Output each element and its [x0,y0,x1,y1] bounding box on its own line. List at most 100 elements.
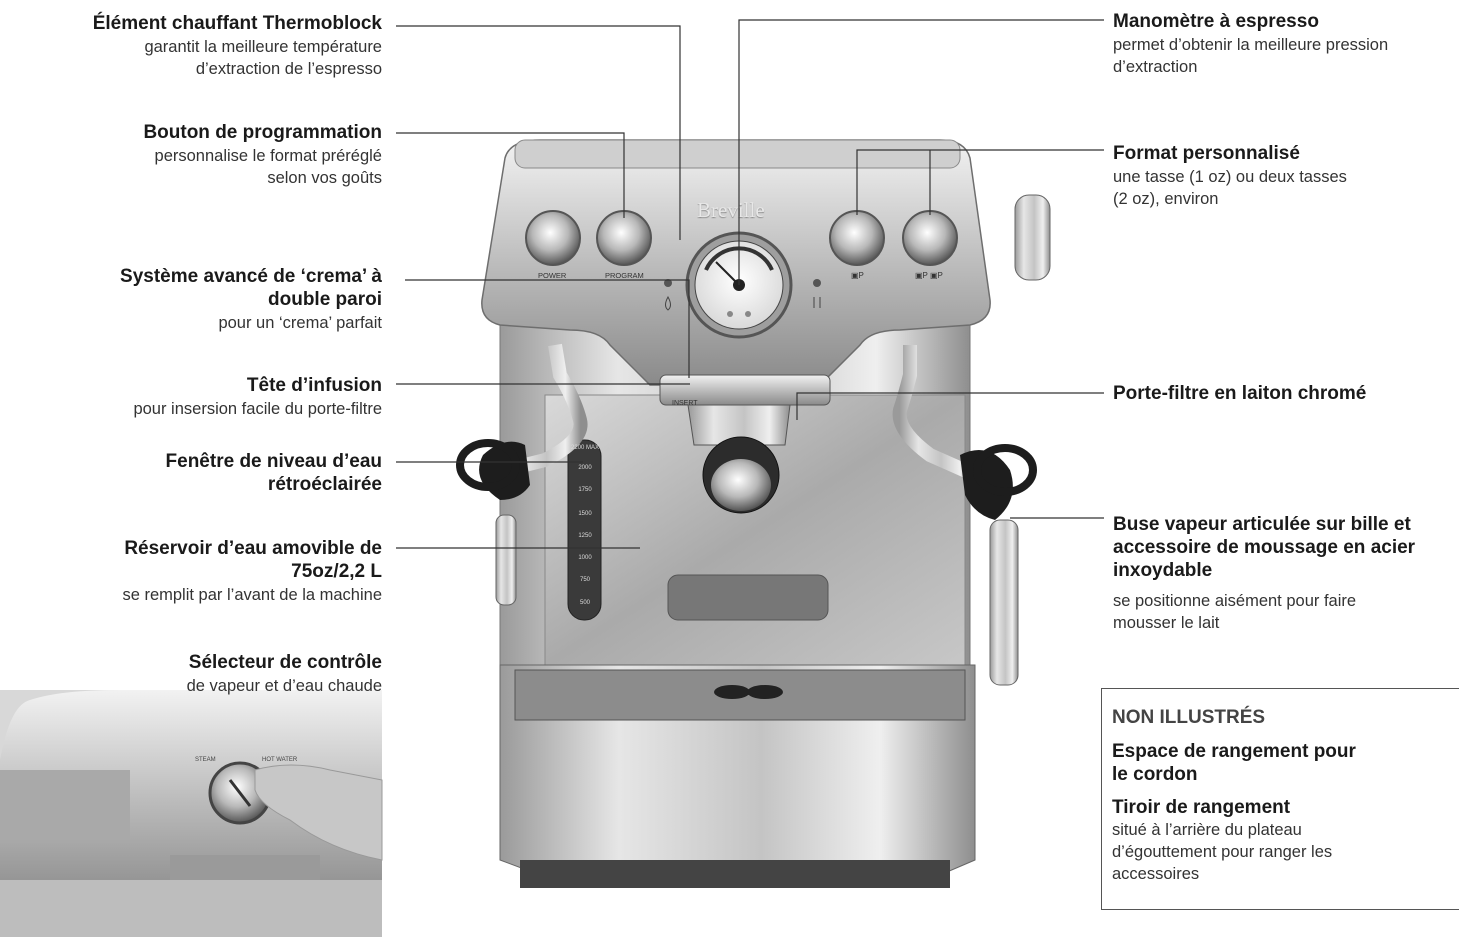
side-selector-knob [1014,194,1051,281]
leader-thermoblock [396,25,681,240]
gauge-screw [745,311,751,317]
label-selector-title: Sélecteur de contrôle [188,652,382,673]
leader-format [856,149,1104,215]
label-selector: Sélecteur de contrôle de vapeur et d’eau… [187,652,382,697]
label-crema-title: double paroi [268,288,382,310]
label-thermoblock-desc: d’extraction de l’espresso [195,59,382,78]
label-gauge-desc: d’extraction [1113,57,1198,76]
label-wand-title: inxoydable [1113,559,1213,581]
tank-mark: 750 [579,577,590,583]
leader-program [396,132,625,218]
label-infusion-title: Tête d’infusion [246,375,382,396]
portafilter-cap [711,459,771,511]
tank-mark: 500 [579,600,590,606]
label-gauge-title: Manomètre à espresso [1113,11,1319,32]
label-thermoblock-desc: garantit la meilleure température [144,37,382,56]
top-tray [514,139,961,169]
tank-mark: 1000 [578,555,592,561]
inset-hand [254,764,383,861]
label-program-title: Bouton de programmation [143,122,382,143]
label-reservoir-desc: se remplit par l’avant de la machine [122,585,382,604]
drip-hole [714,685,750,699]
drip-tray-base [520,860,950,888]
power-knob [525,210,581,266]
tank-mark: 2200 MAX [570,445,600,451]
label-gauge: Manomètre à espresso permet d’obtenir la… [1113,11,1388,77]
tank-mark: 1750 [578,487,592,493]
not-shown-item-desc: d’égouttement pour ranger les [1112,843,1333,862]
leader-gauge [738,19,1104,285]
inset-steam-label: STEAM [195,757,216,763]
label-infusion: Tête d’infusion pour insersion facile du… [133,375,382,420]
inset-hot-water-label: HOT WATER [262,757,298,763]
label-thermoblock-title: Élément chauffant Thermoblock [92,13,382,34]
label-format-title: Format personnalisé [1113,143,1300,164]
label-portafilter: Porte-filtre en laiton chromé [1113,383,1366,406]
gauge-screw [727,311,733,317]
one-cup-label: ▣P [851,271,864,280]
program-label: PROGRAM [605,271,644,280]
leader-portafilter [796,392,1104,420]
label-wand: Buse vapeur articulée sur bille et acces… [1113,514,1459,634]
steam-icon [813,297,821,308]
indicator-light [813,279,821,287]
label-portafilter-title: Porte-filtre en laiton chromé [1113,383,1367,404]
steam-grip-ring [973,444,1037,496]
water-drop-icon [665,295,671,311]
tank-marks: 2200 MAX 2000 1750 1500 1250 1000 750 50… [569,445,601,615]
label-format-desc: une tasse (1 oz) ou deux tasses [1113,167,1347,186]
not-shown-item-title: Tiroir de rangement [1112,796,1291,818]
not-shown-heading: NON ILLUSTRÉS [1112,707,1266,728]
not-shown-item-desc: situé à l’arrière du plateau [1112,821,1302,840]
hot-water-tip [495,514,517,606]
label-format: Format personnalisé une tasse (1 oz) ou … [1113,143,1347,209]
insert-label: INSERT [672,400,698,407]
frothing-tip [989,519,1019,686]
label-format-desc: (2 oz), environ [1113,189,1219,208]
label-program-desc: selon vos goûts [267,168,382,187]
indicator-light [664,279,672,287]
label-infusion-desc: pour insersion facile du porte-filtre [133,399,382,418]
water-tank-window [567,439,602,621]
portafilter-basket [687,404,791,446]
tank-mark: 1250 [578,533,592,539]
tank-mark: 1500 [578,511,592,517]
label-crema: Système avancé de ‘crema’ à double paroi… [120,266,382,333]
inset-panel [0,770,130,840]
label-program-desc: personnalise le format préréglé [154,146,382,165]
label-reservoir-title: 75oz/2,2 L [291,560,382,582]
not-shown-box: NON ILLUSTRÉS Espace de rangement pour l… [1101,688,1459,910]
leader-crema [405,279,690,378]
steam-wand [892,345,978,482]
not-shown-item-title: Espace de rangement pour [1112,741,1356,762]
inset-lower-body [0,880,382,937]
hot-water-ring [456,439,520,491]
not-shown-item: Espace de rangement pour le cordon [1112,741,1445,787]
label-water-window-title: Fenêtre de niveau d’eau [165,451,382,472]
not-shown-item-desc: accessoires [1112,864,1200,883]
label-selector-desc: de vapeur et d’eau chaude [186,676,382,695]
label-reservoir-title: Réservoir d’eau amovible de [124,538,382,559]
two-cup-label: ▣P ▣P [915,271,943,280]
power-label: POWER [538,271,567,280]
label-wand-title: Buse vapeur articulée sur bille et [1113,514,1411,535]
not-shown-item: Tiroir de rangement situé à l’arrière du… [1112,797,1445,885]
label-water-window: Fenêtre de niveau d’eau rétroéclairée [166,451,382,497]
not-shown-item-title: le cordon [1112,763,1198,785]
label-wand-desc: se positionne aisément pour faire [1113,592,1357,611]
label-program: Bouton de programmation personnalise le … [143,122,382,188]
inset-knob-pointer [228,779,252,807]
drip-hole [747,685,783,699]
brand-logo: Breville [697,198,765,222]
label-thermoblock: Élément chauffant Thermoblock garantit l… [93,13,382,79]
panel-slot [667,574,829,621]
label-gauge-desc: permet d’obtenir la meilleure pression [1113,35,1389,54]
label-water-window-title: rétroéclairée [267,473,382,495]
inset-machine-top [0,690,382,905]
label-wand-title: accessoire de moussage en acier [1113,536,1416,558]
label-reservoir: Réservoir d’eau amovible de 75oz/2,2 L s… [122,538,382,605]
tank-mark: 2000 [578,465,592,471]
label-wand-desc: mousser le lait [1113,614,1220,633]
hot-water-wand [503,343,588,477]
